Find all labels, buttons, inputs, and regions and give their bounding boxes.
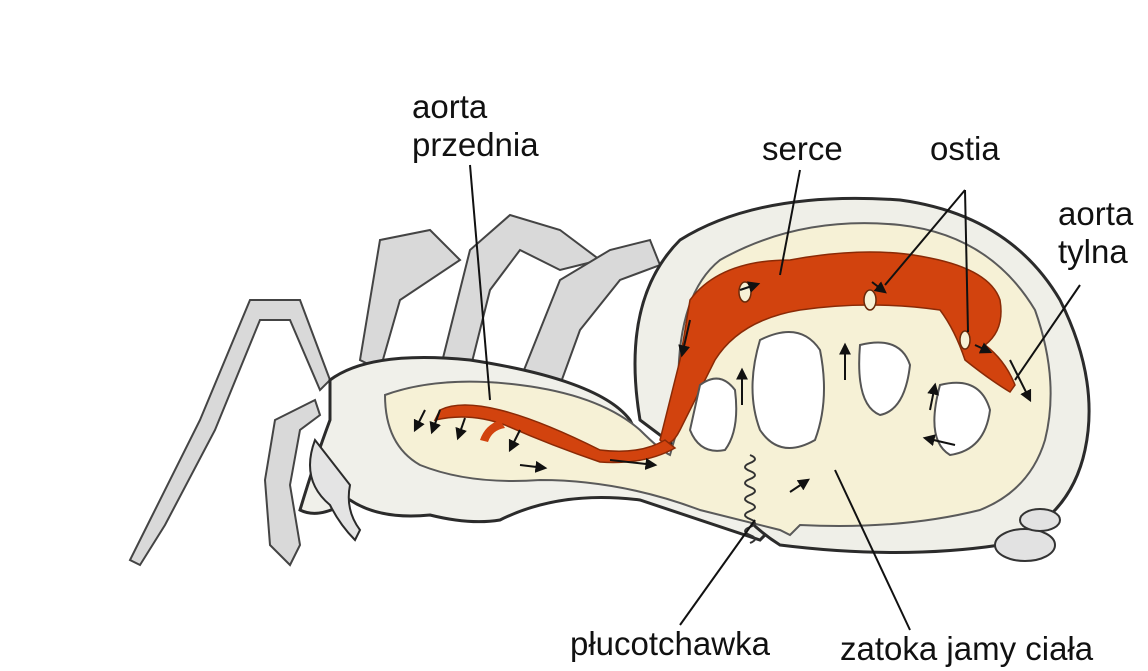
label-ostia: ostia — [930, 130, 1000, 168]
leader-plucotchawka — [680, 520, 755, 625]
label-aorta-przednia-line2: przednia — [412, 126, 539, 164]
label-aorta-tylna: aorta tylna — [1058, 195, 1133, 271]
label-zatoka-jamy-ciala: zatoka jamy ciała — [840, 630, 1093, 668]
label-aorta-przednia: aorta przednia — [412, 88, 539, 164]
label-plucotchawka: płucotchawka — [570, 625, 770, 663]
label-aorta-tylna-line2: tylna — [1058, 233, 1133, 271]
label-aorta-przednia-line1: aorta — [412, 88, 539, 126]
label-serce: serce — [762, 130, 843, 168]
label-aorta-tylna-line1: aorta — [1058, 195, 1133, 233]
